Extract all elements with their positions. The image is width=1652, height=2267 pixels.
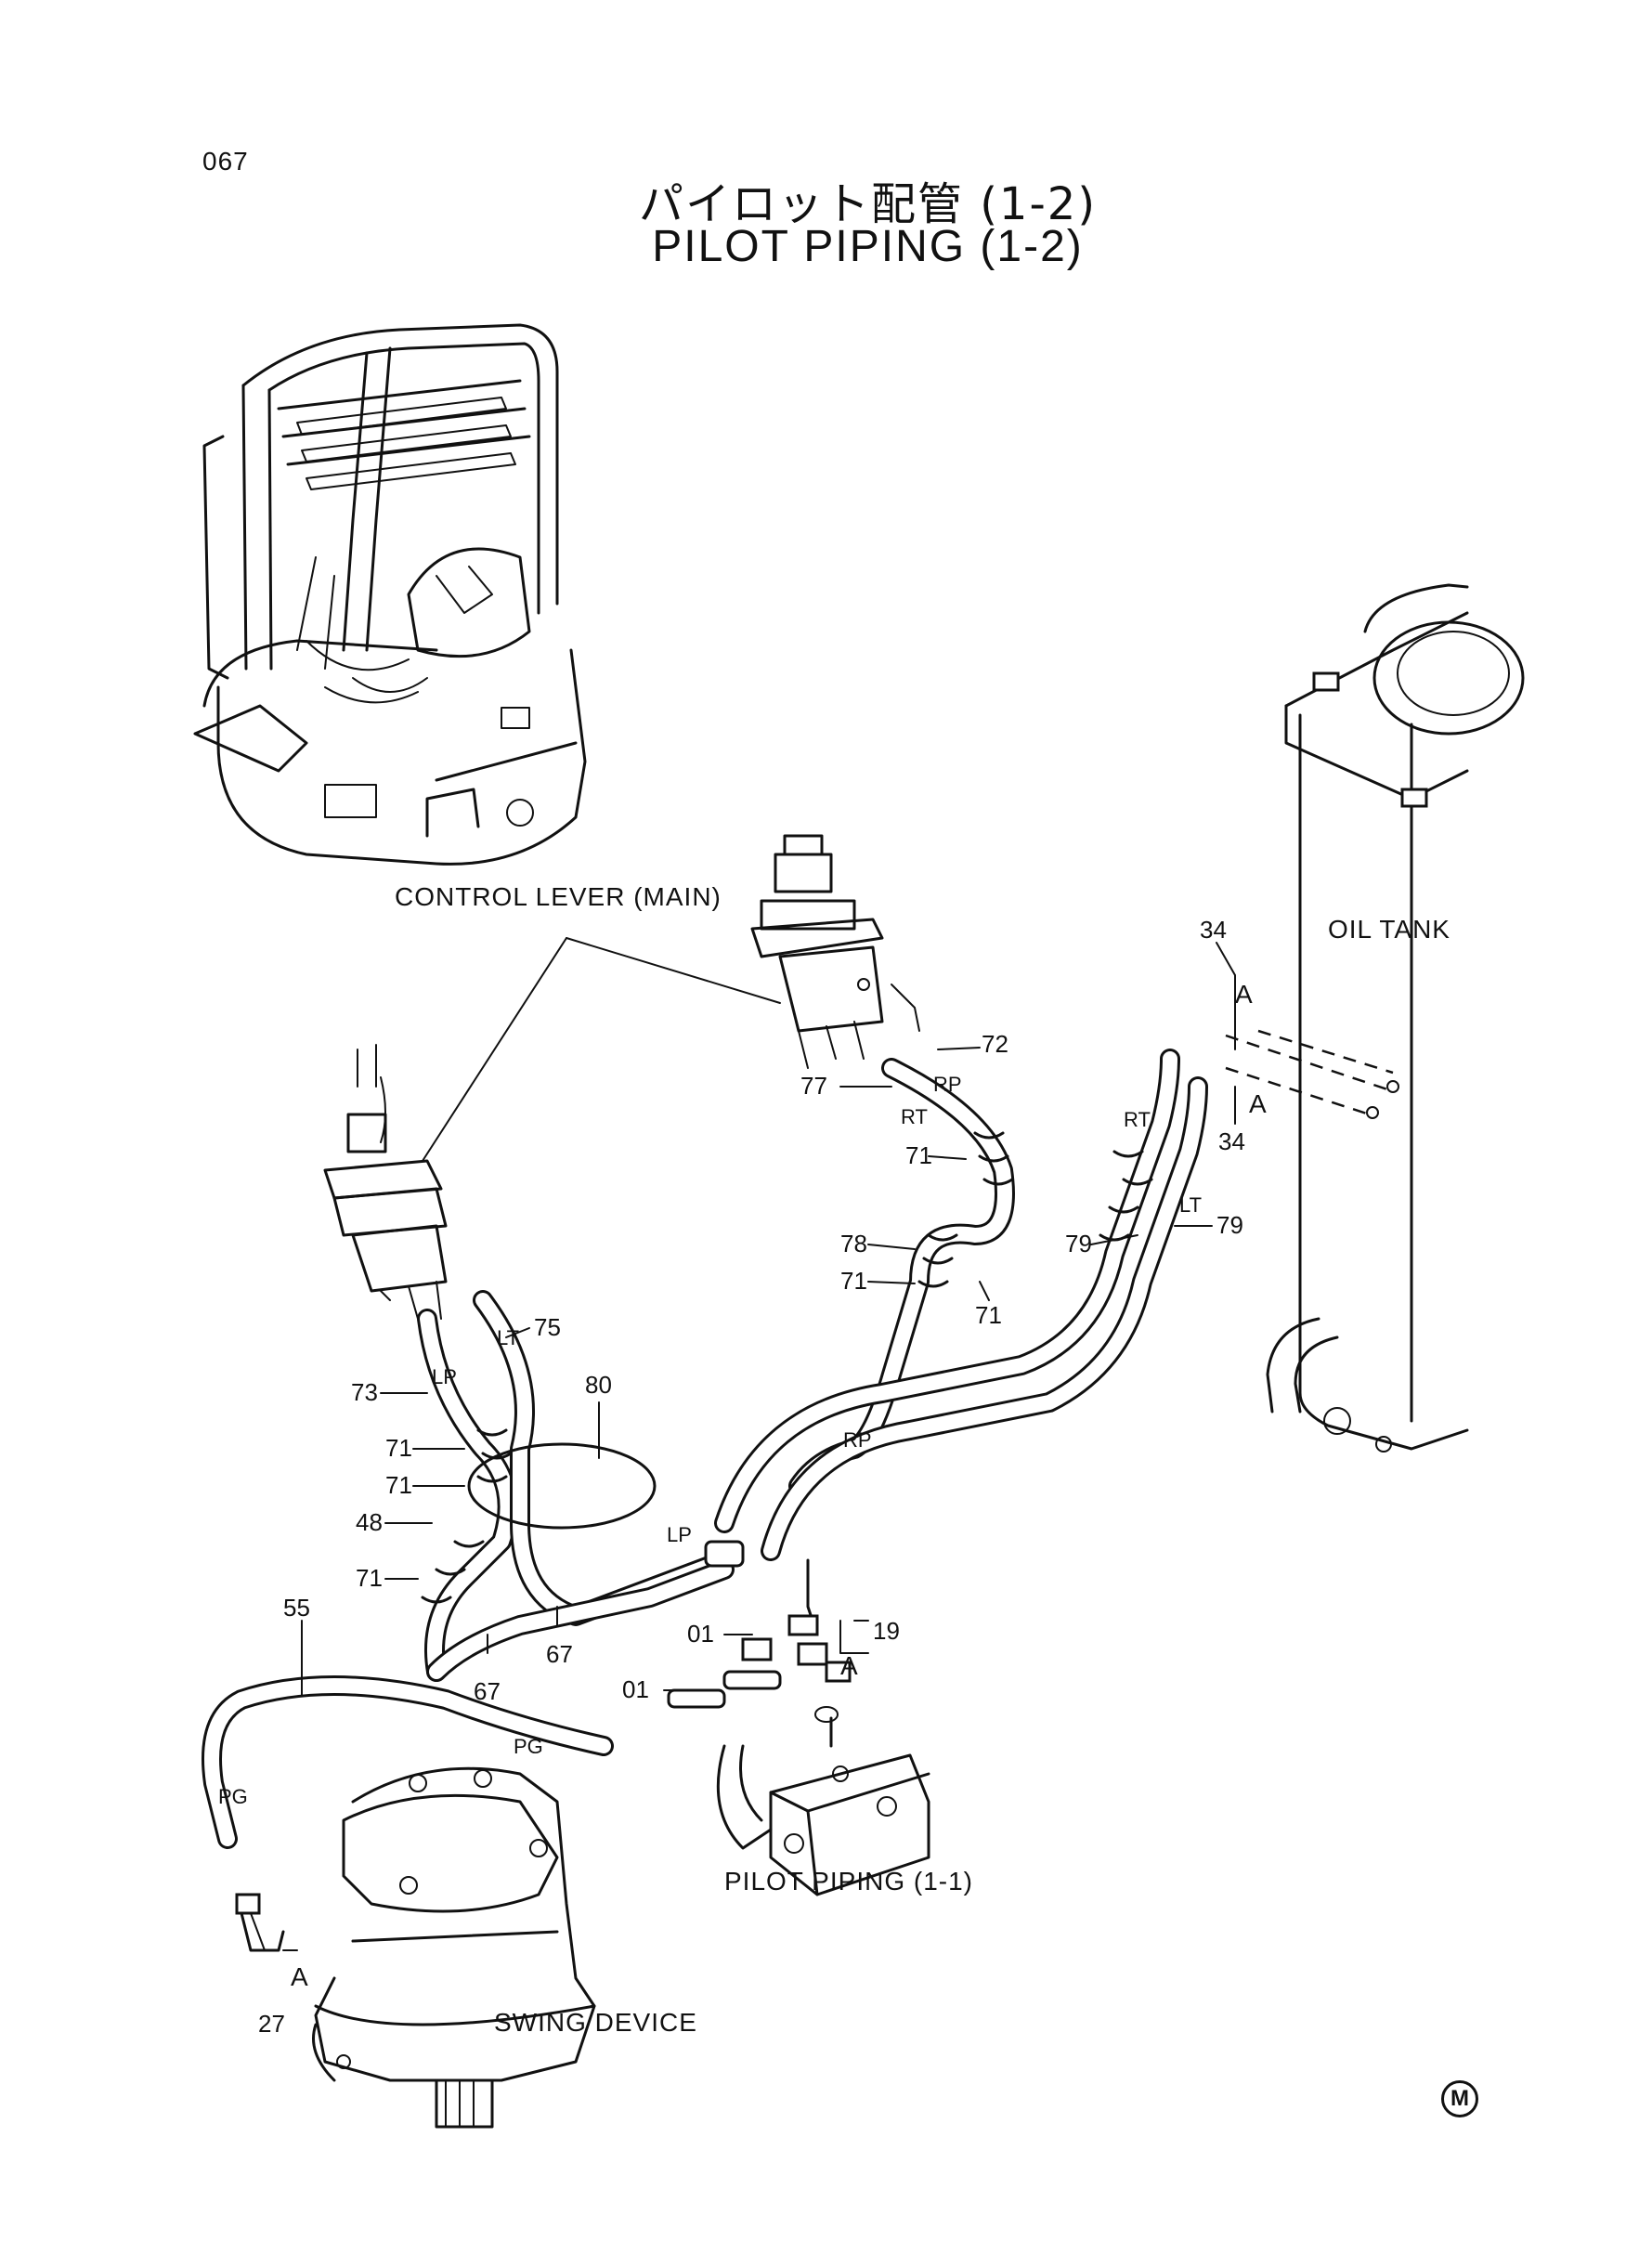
control-lever-left-illustration: [323, 1044, 448, 1320]
leader-lines: [250, 937, 1236, 1951]
port-rt: RT: [1124, 1108, 1151, 1131]
pilot-hoses: [202, 1049, 1208, 1849]
part-number-callouts: 72 77 71 78 71 71 79 79 34 34 75 73 80 7…: [258, 916, 1245, 2038]
maker-mark-icon: M: [1441, 2080, 1478, 2117]
part-77: 77: [800, 1072, 827, 1100]
detail-mark-a: A: [291, 1962, 309, 1991]
page-title-english: PILOT PIPING (1-2): [652, 222, 1084, 271]
port-lp: LP: [667, 1523, 692, 1546]
detail-reference-marks: A A A A: [291, 980, 1268, 1991]
control-lever-right-illustration: [750, 834, 920, 1069]
part-71: 71: [975, 1301, 1002, 1329]
port-lt: LT: [1179, 1193, 1202, 1217]
part-71: 71: [905, 1141, 932, 1169]
part-72: 72: [982, 1030, 1008, 1058]
part-67: 67: [474, 1677, 501, 1705]
label-control-lever-main: CONTROL LEVER (MAIN): [395, 882, 722, 911]
port-rt: RT: [901, 1105, 928, 1128]
part-78: 78: [840, 1230, 867, 1257]
fittings-and-valve-block: [667, 1540, 930, 1896]
label-pilot-piping-1-1: PILOT PIPING (1-1): [724, 1867, 973, 1896]
part-75: 75: [534, 1313, 561, 1341]
page-number: 067: [202, 147, 249, 176]
part-48: 48: [356, 1508, 383, 1536]
part-73: 73: [351, 1378, 378, 1406]
part-27: 27: [258, 2010, 285, 2038]
port-labels: RP RT RT LT LT LP LP RP PG PG: [218, 1073, 1202, 1808]
part-79: 79: [1216, 1211, 1243, 1239]
part-01: 01: [622, 1675, 649, 1703]
port-pg: PG: [514, 1735, 543, 1758]
part-34: 34: [1200, 916, 1227, 944]
detail-mark-a: A: [1249, 1089, 1268, 1118]
part-71: 71: [385, 1471, 412, 1499]
part-34: 34: [1218, 1127, 1245, 1155]
detail-mark-a: A: [1235, 980, 1254, 1009]
part-80: 80: [585, 1371, 612, 1399]
swing-device-illustration: [235, 1766, 596, 2129]
label-swing-device: SWING DEVICE: [494, 2008, 697, 2037]
port-rp: RP: [843, 1428, 872, 1452]
part-79: 79: [1065, 1230, 1092, 1257]
part-01: 01: [687, 1620, 714, 1648]
page-title-japanese: パイロット配管 (1-2): [638, 178, 1098, 230]
part-19: 19: [873, 1617, 900, 1645]
detail-mark-a: A: [840, 1651, 859, 1680]
part-71: 71: [385, 1434, 412, 1462]
component-labels: CONTROL LEVER (MAIN) OIL TANK SWING DEVI…: [395, 882, 1450, 2037]
part-55: 55: [283, 1594, 310, 1622]
part-71: 71: [356, 1564, 383, 1592]
part-71: 71: [840, 1267, 867, 1295]
port-lp: LP: [432, 1365, 457, 1388]
oil-tank-illustration: [1225, 583, 1525, 1453]
port-lt: LT: [497, 1326, 519, 1349]
label-oil-tank: OIL TANK: [1328, 915, 1450, 944]
part-67: 67: [546, 1640, 573, 1668]
excavator-overview-illustration: [193, 323, 587, 866]
port-rp: RP: [933, 1073, 962, 1096]
port-pg: PG: [218, 1785, 248, 1808]
